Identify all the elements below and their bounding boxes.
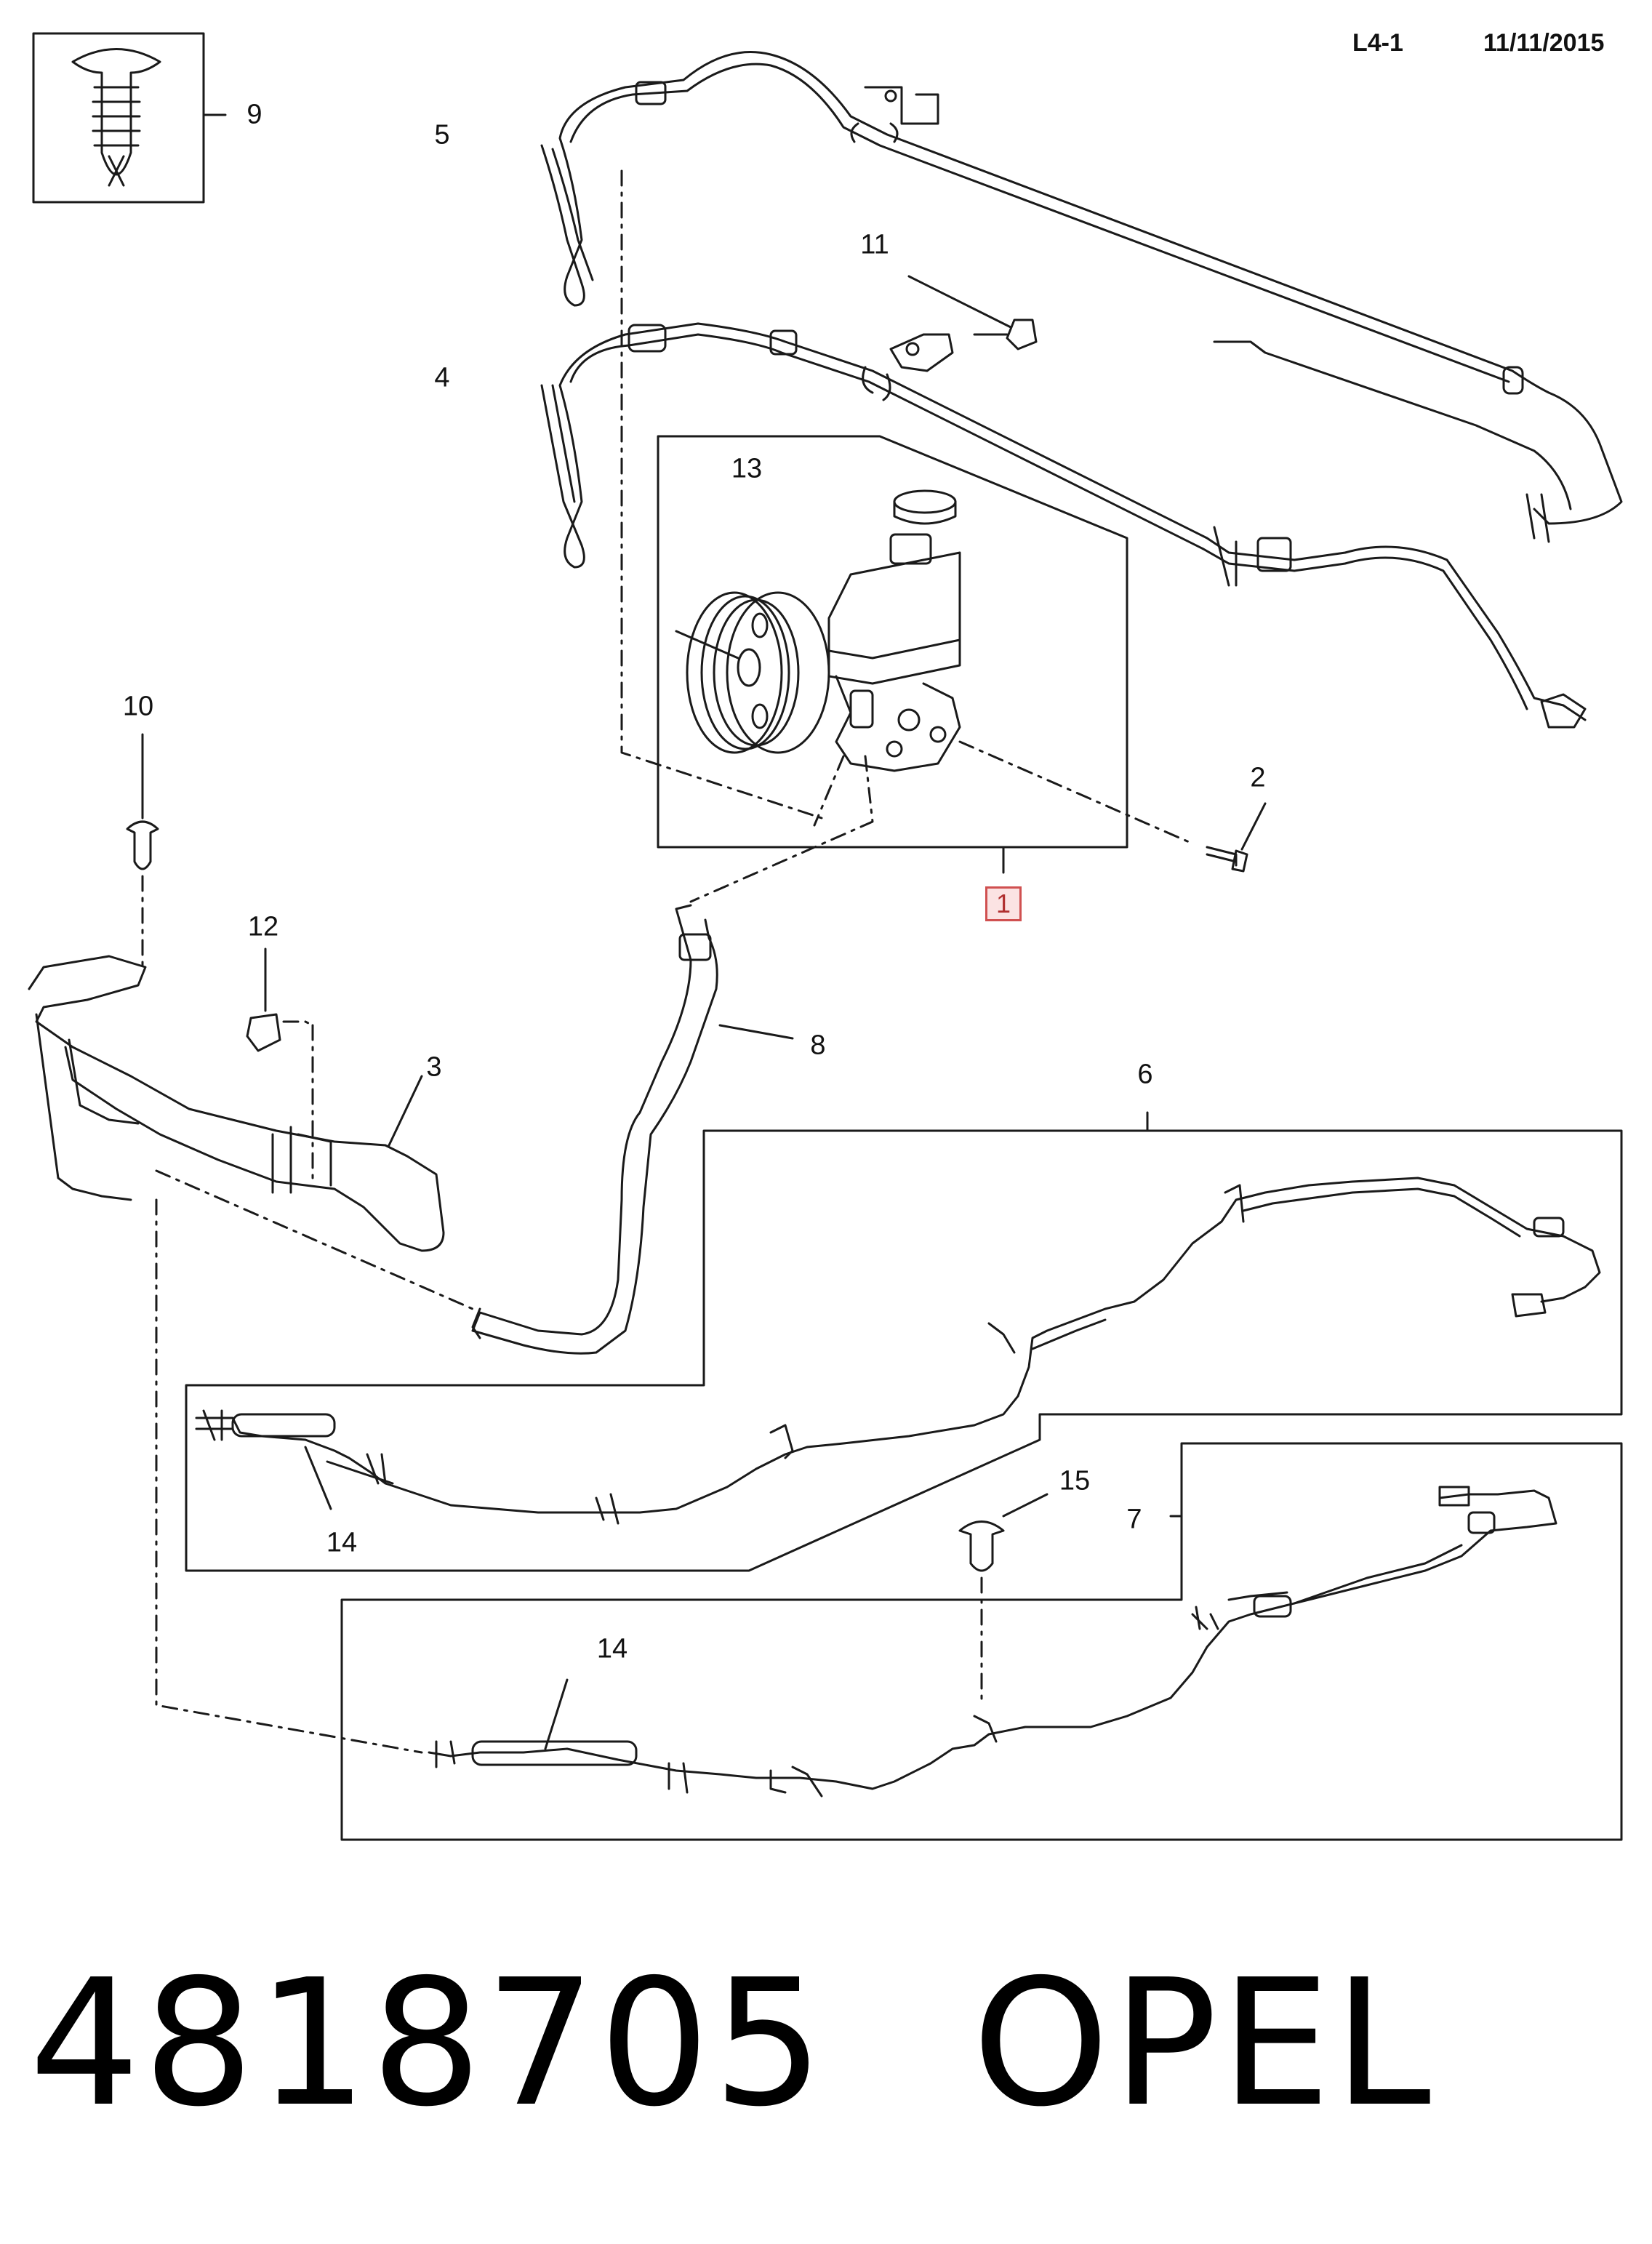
hose-part-8	[471, 904, 794, 1355]
nut-part-11	[907, 275, 1038, 350]
callout-12[interactable]: 12	[247, 911, 279, 942]
callout-4[interactable]: 4	[434, 362, 450, 393]
pump-assembly-part-1	[620, 169, 1194, 903]
callout-5[interactable]: 5	[434, 119, 450, 151]
hose-part-4	[540, 322, 1587, 729]
brand-name: OPEL	[971, 1942, 1434, 2145]
cooler-part-3	[28, 955, 474, 1310]
callout-7[interactable]: 7	[1126, 1504, 1142, 1535]
callout-13[interactable]: 13	[731, 453, 763, 484]
diagram-code: L4-1	[1352, 29, 1403, 57]
clip-part-10	[126, 733, 159, 969]
callout-6[interactable]: 6	[1137, 1059, 1153, 1090]
hose-part-6	[185, 1111, 1623, 1572]
callout-2[interactable]: 2	[1250, 762, 1266, 793]
hose-part-5	[540, 51, 1623, 543]
clip-part-15	[958, 1493, 1048, 1707]
callout-3[interactable]: 3	[426, 1051, 442, 1083]
callout-15[interactable]: 15	[1059, 1465, 1091, 1496]
hose-part-7	[155, 1198, 1623, 1841]
callout-10[interactable]: 10	[122, 691, 154, 722]
callout-1[interactable]: 1	[985, 886, 1022, 921]
part-number: 4818705	[29, 1942, 827, 2145]
bolt-part-2	[1206, 802, 1267, 873]
clip-part-9	[32, 32, 227, 204]
callout-14-lower[interactable]: 14	[596, 1633, 628, 1664]
diagram-date: 11/11/2015	[1483, 29, 1605, 57]
callout-11[interactable]: 11	[860, 229, 889, 260]
callout-14-upper[interactable]: 14	[326, 1527, 358, 1558]
callout-9[interactable]: 9	[246, 99, 262, 130]
nut-part-12	[246, 947, 314, 1183]
callout-8[interactable]: 8	[810, 1030, 826, 1061]
